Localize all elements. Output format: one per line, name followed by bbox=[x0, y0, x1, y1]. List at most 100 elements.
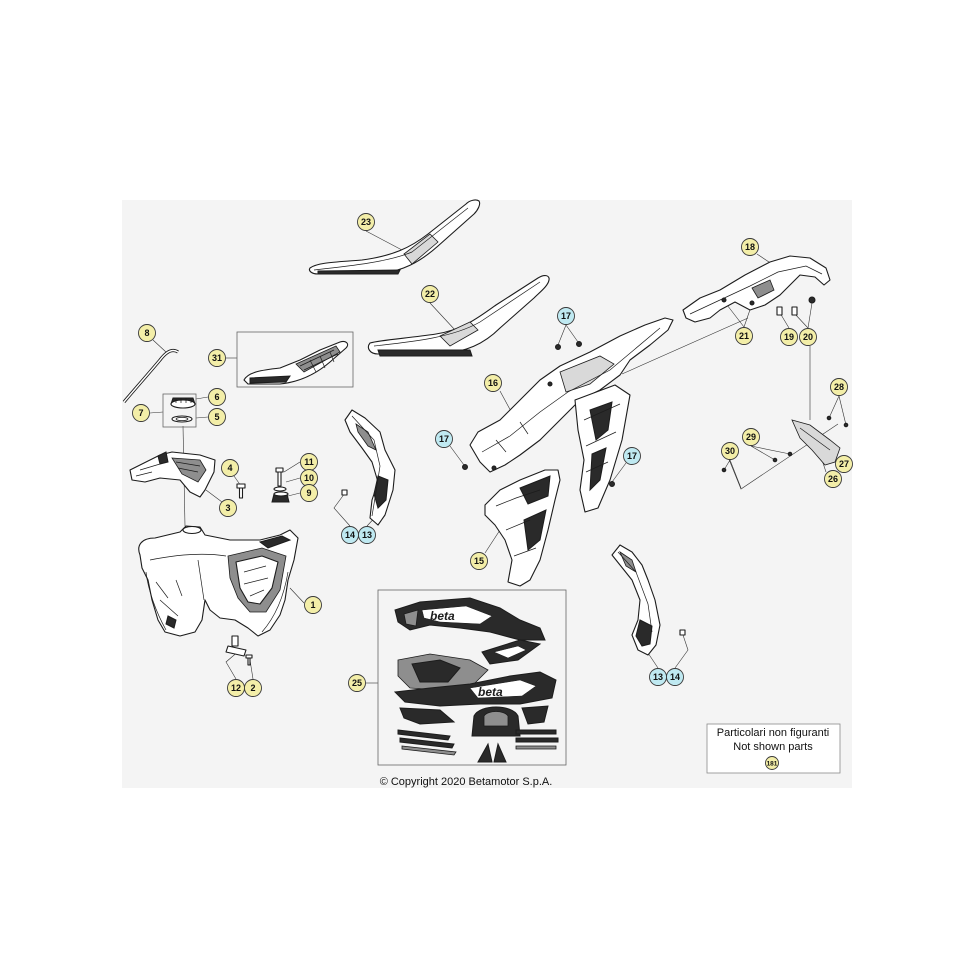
callout-label: 13 bbox=[362, 530, 372, 540]
callout-7: 7 bbox=[132, 404, 150, 422]
callout-circle bbox=[835, 455, 853, 473]
seat-base-frame bbox=[236, 331, 354, 388]
callout-22: 22 bbox=[421, 285, 439, 303]
callout-label: 14 bbox=[670, 672, 680, 682]
callout-circle bbox=[799, 328, 817, 346]
callout-label: 18 bbox=[745, 242, 755, 252]
callout-12: 12 bbox=[227, 679, 245, 697]
callout-9: 9 bbox=[300, 484, 318, 502]
callout-19: 19 bbox=[780, 328, 798, 346]
washer-10 bbox=[273, 486, 287, 492]
seat-base-31 bbox=[243, 340, 349, 385]
callout-label: 21 bbox=[739, 331, 749, 341]
license-plate-holder-26-27 bbox=[791, 419, 841, 466]
callout-label: 16 bbox=[488, 378, 498, 388]
callout-16: 16 bbox=[484, 374, 502, 392]
callout-label: 23 bbox=[361, 217, 371, 227]
fuel-tank-1 bbox=[138, 525, 299, 637]
callout-28: 28 bbox=[830, 378, 848, 396]
tank-bracket-3 bbox=[129, 451, 216, 498]
fuel-cap-6 bbox=[170, 397, 196, 409]
seat-22 bbox=[367, 275, 550, 357]
screw-2 bbox=[245, 654, 253, 666]
callout-3: 3 bbox=[219, 499, 237, 517]
callout-circle bbox=[666, 668, 684, 686]
callout-13-left: 13 bbox=[358, 526, 376, 544]
callout-label: 11 bbox=[304, 457, 314, 467]
callout-14-right: 14 bbox=[666, 668, 684, 686]
callout-label: 29 bbox=[746, 432, 756, 442]
callout-8: 8 bbox=[138, 324, 156, 342]
callout-circle bbox=[824, 470, 842, 488]
callout-label: 14 bbox=[345, 530, 355, 540]
callout-label: 10 bbox=[304, 473, 314, 483]
callout-13-right: 13 bbox=[649, 668, 667, 686]
callout-circle bbox=[300, 484, 318, 502]
callout-circle bbox=[221, 459, 239, 477]
callout-label: 30 bbox=[725, 446, 735, 456]
rear-fender-18 bbox=[682, 255, 831, 323]
callout-label: 15 bbox=[474, 556, 484, 566]
callout-4: 4 bbox=[221, 459, 239, 477]
callout-circle bbox=[358, 526, 376, 544]
frame-guard-left bbox=[344, 409, 396, 526]
callout-label: 19 bbox=[784, 332, 794, 342]
callout-circle bbox=[208, 408, 226, 426]
callout-label: 1 bbox=[310, 600, 315, 610]
callout-label: 31 bbox=[212, 353, 222, 363]
screw-14-right bbox=[679, 629, 686, 636]
callout-label: 181 bbox=[767, 761, 778, 768]
callout-circle bbox=[780, 328, 798, 346]
screw-14-left bbox=[341, 489, 348, 496]
callout-5: 5 bbox=[208, 408, 226, 426]
callout-label: 20 bbox=[803, 332, 813, 342]
callout-30: 30 bbox=[721, 442, 739, 460]
seat-23 bbox=[308, 199, 481, 275]
callout-label: 12 bbox=[231, 683, 241, 693]
callout-circle bbox=[830, 378, 848, 396]
callout-18: 18 bbox=[741, 238, 759, 256]
callout-label: 3 bbox=[225, 503, 230, 513]
note-line-italian: Particolari non figuranti bbox=[717, 727, 830, 739]
callout-circle bbox=[219, 499, 237, 517]
grommet-9 bbox=[271, 491, 290, 503]
side-panel-inner bbox=[574, 384, 631, 513]
callout-circle bbox=[721, 442, 739, 460]
callout-circle bbox=[435, 430, 453, 448]
copyright-text: © Copyright 2020 Betamotor S.p.A. bbox=[380, 776, 553, 788]
callout-label: 27 bbox=[839, 459, 849, 469]
callout-label: 5 bbox=[214, 412, 219, 422]
callout-circle bbox=[557, 307, 575, 325]
callout-circle bbox=[348, 674, 366, 692]
callout-label: 17 bbox=[439, 434, 449, 444]
callout-circle bbox=[208, 388, 226, 406]
callout-label: 17 bbox=[561, 311, 571, 321]
callout-label: 9 bbox=[306, 488, 311, 498]
callouts: 23 22 31 8 6 7 5 4 3 11 10 9 1 12 2 14 1… bbox=[132, 213, 853, 697]
screw-17-set bbox=[462, 341, 615, 487]
callout-21: 21 bbox=[735, 327, 753, 345]
decal-kit-25: beta beta bbox=[393, 597, 559, 763]
callout-label: 25 bbox=[352, 678, 362, 688]
callout-1: 1 bbox=[304, 596, 322, 614]
fuel-cap-seal-5 bbox=[171, 415, 193, 423]
bolt-11 bbox=[275, 467, 284, 487]
callout-label: 26 bbox=[828, 474, 838, 484]
callout-label: 6 bbox=[214, 392, 219, 402]
callout-11: 11 bbox=[300, 453, 318, 471]
callout-circle bbox=[741, 238, 759, 256]
callout-23: 23 bbox=[357, 213, 375, 231]
rear-small-parts-28-30 bbox=[721, 415, 849, 473]
callout-181: 181 bbox=[765, 756, 779, 770]
callout-10: 10 bbox=[300, 469, 318, 487]
fuel-hose-8 bbox=[122, 348, 179, 404]
callout-29: 29 bbox=[742, 428, 760, 446]
callout-label: 8 bbox=[144, 328, 149, 338]
callout-circle bbox=[623, 447, 641, 465]
callout-2: 2 bbox=[244, 679, 262, 697]
callout-17-left: 17 bbox=[435, 430, 453, 448]
frame-guard-right bbox=[611, 544, 661, 656]
not-shown-parts-note: Particolari non figuranti Not shown part… bbox=[706, 723, 841, 774]
fuel-cap-frame bbox=[162, 393, 197, 428]
radiator-shroud-15 bbox=[484, 469, 561, 587]
